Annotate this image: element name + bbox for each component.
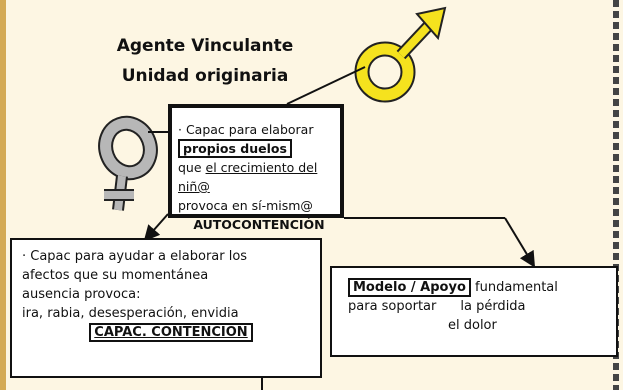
connector-male xyxy=(286,66,366,105)
title-line-1: Agente Vinculante xyxy=(116,36,294,56)
left-box: · Capac para ayudar a elaborar los afect… xyxy=(10,238,322,378)
left-line-2: afectos que su momentánea xyxy=(22,268,209,283)
center-line-1-text: · Capac para elaborar xyxy=(178,122,314,137)
center-box: · Capac para elaborar propios duelos que… xyxy=(168,104,344,232)
dashed-border xyxy=(613,0,619,390)
right-line-2: para soportar la pérdida xyxy=(348,297,616,316)
male-symbol-icon xyxy=(354,6,447,103)
right-line-2-b: la pérdida xyxy=(460,299,526,314)
left-line-1: · Capac para ayudar a elaborar los xyxy=(22,249,248,264)
left-line-5: CAPAC. CONTENCIÓN xyxy=(22,323,320,342)
center-line-3: provoca en sí-mism@ xyxy=(178,198,313,213)
autocontencion-label: AUTOCONTENCIÓN xyxy=(193,217,325,232)
right-box: Modelo / Apoyo fundamental para soportar… xyxy=(330,266,618,357)
title-line-2: Unidad originaria xyxy=(121,66,289,86)
left-line-3: ausencia provoca: xyxy=(22,287,141,302)
arrow-to-right-box xyxy=(504,217,536,268)
center-line-2-text: que xyxy=(178,160,206,175)
underlined-crecimiento: el crecimiento del niñ@ xyxy=(178,160,318,194)
right-line-1-text: fundamental xyxy=(470,280,558,295)
right-line-2-a: para soportar xyxy=(348,299,437,314)
left-line-4: ira, rabia, desesperación, envidia xyxy=(22,306,239,321)
right-line-3: el dolor xyxy=(448,318,497,333)
female-symbol-icon xyxy=(98,115,158,211)
capac-contencion-label: CAPAC. CONTENCIÓN xyxy=(89,323,253,342)
highlight-modelo-apoyo: Modelo / Apoyo xyxy=(348,278,471,297)
center-line-2: que el crecimiento del niñ@ xyxy=(178,158,340,196)
arrow-to-left-box xyxy=(143,213,169,242)
highlight-propios-duelos: propios duelos xyxy=(178,139,292,158)
right-line-1: Modelo / Apoyo fundamental xyxy=(348,278,616,297)
gold-border xyxy=(0,0,6,390)
center-line-1: · Capac para elaborar propios duelos xyxy=(178,120,340,158)
